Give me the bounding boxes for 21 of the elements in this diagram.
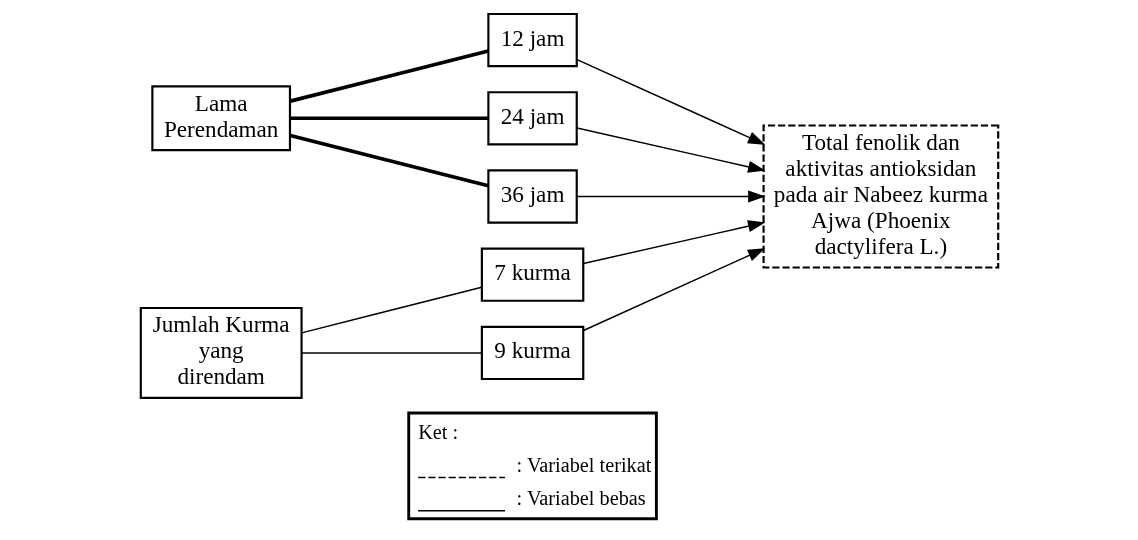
legend-label: : Variabel bebas <box>516 487 646 510</box>
arrow <box>575 58 765 145</box>
connector <box>289 49 489 103</box>
connector <box>300 286 482 334</box>
node-box: 12 jam <box>486 12 578 68</box>
arrow <box>582 220 765 265</box>
arrow <box>582 248 765 332</box>
connector <box>289 116 488 121</box>
node-box: 7 kurma <box>480 247 584 302</box>
legend-label: : Variabel terikat <box>516 453 651 476</box>
node-box: Total fenolik dan aktivitas antioksidan pada air Nabeez kurma Ajwa (Phoenix dactylifera L.) <box>762 124 999 269</box>
node-box: Jumlah Kurma yang direndam <box>139 306 303 399</box>
node-box: 24 jam <box>486 91 578 146</box>
arrow <box>575 190 766 203</box>
arrow <box>575 127 765 173</box>
node-box: Lama Perendaman <box>150 85 291 152</box>
node-box: 9 kurma <box>480 325 584 381</box>
label: Ket : <box>417 420 458 443</box>
connector <box>289 133 489 188</box>
connector <box>300 352 482 354</box>
node-box: 36 jam <box>486 169 578 224</box>
